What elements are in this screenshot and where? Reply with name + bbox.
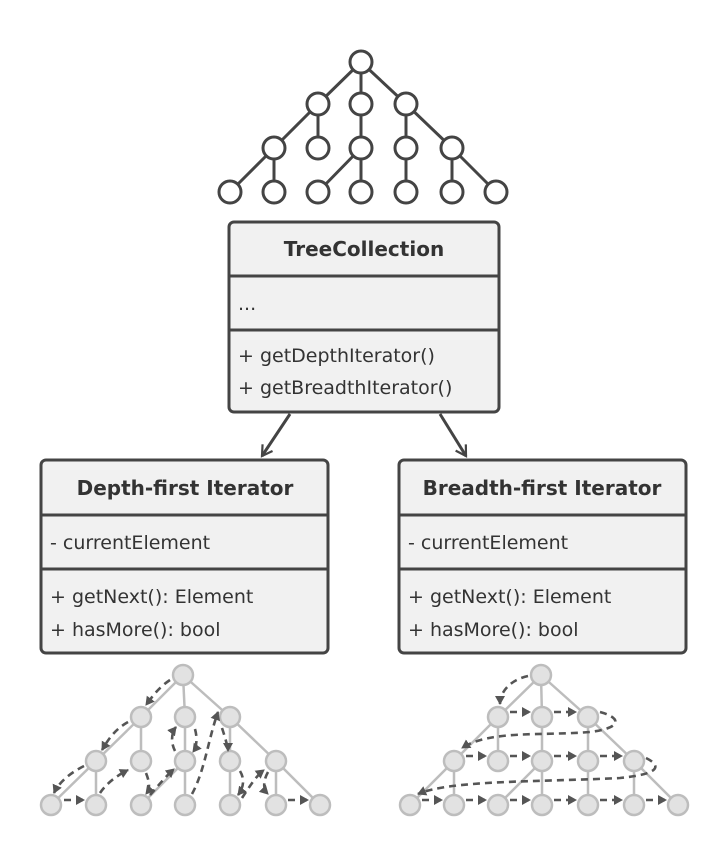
tree-collection-class: TreeCollection ... + getDepthIterator() … [227, 220, 501, 414]
depth-first-traversal-arrows [52, 678, 309, 805]
depth-iterator-title: Depth-first Iterator [77, 476, 294, 500]
depth-iterator-method: + hasMore(): bool [50, 619, 221, 641]
depth-first-traversal-tree [39, 663, 332, 817]
breadth-first-traversal-tree [398, 663, 690, 817]
tree-collection-title: TreeCollection [284, 237, 444, 261]
creation-arrows [260, 413, 468, 458]
collection-tree [217, 49, 509, 205]
breadth-iterator-class: Breadth-first Iterator - currentElement … [397, 458, 688, 655]
arrow-to-depth-iterator [260, 413, 292, 458]
breadth-iterator-title: Breadth-first Iterator [423, 476, 662, 500]
breadth-iterator-field: - currentElement [408, 532, 568, 554]
tree-collection-method: + getDepthIterator() [238, 345, 435, 367]
depth-iterator-field: - currentElement [50, 532, 210, 554]
arrow-to-breadth-iterator [438, 413, 468, 458]
depth-iterator-method: + getNext(): Element [50, 586, 253, 608]
breadth-iterator-method: + getNext(): Element [408, 586, 611, 608]
breadth-iterator-method: + hasMore(): bool [408, 619, 579, 641]
tree-collection-field: ... [238, 293, 256, 315]
tree-collection-method: + getBreadthIterator() [238, 377, 452, 399]
breadth-first-traversal-arrows [417, 674, 667, 805]
depth-iterator-class: Depth-first Iterator - currentElement + … [39, 458, 330, 655]
